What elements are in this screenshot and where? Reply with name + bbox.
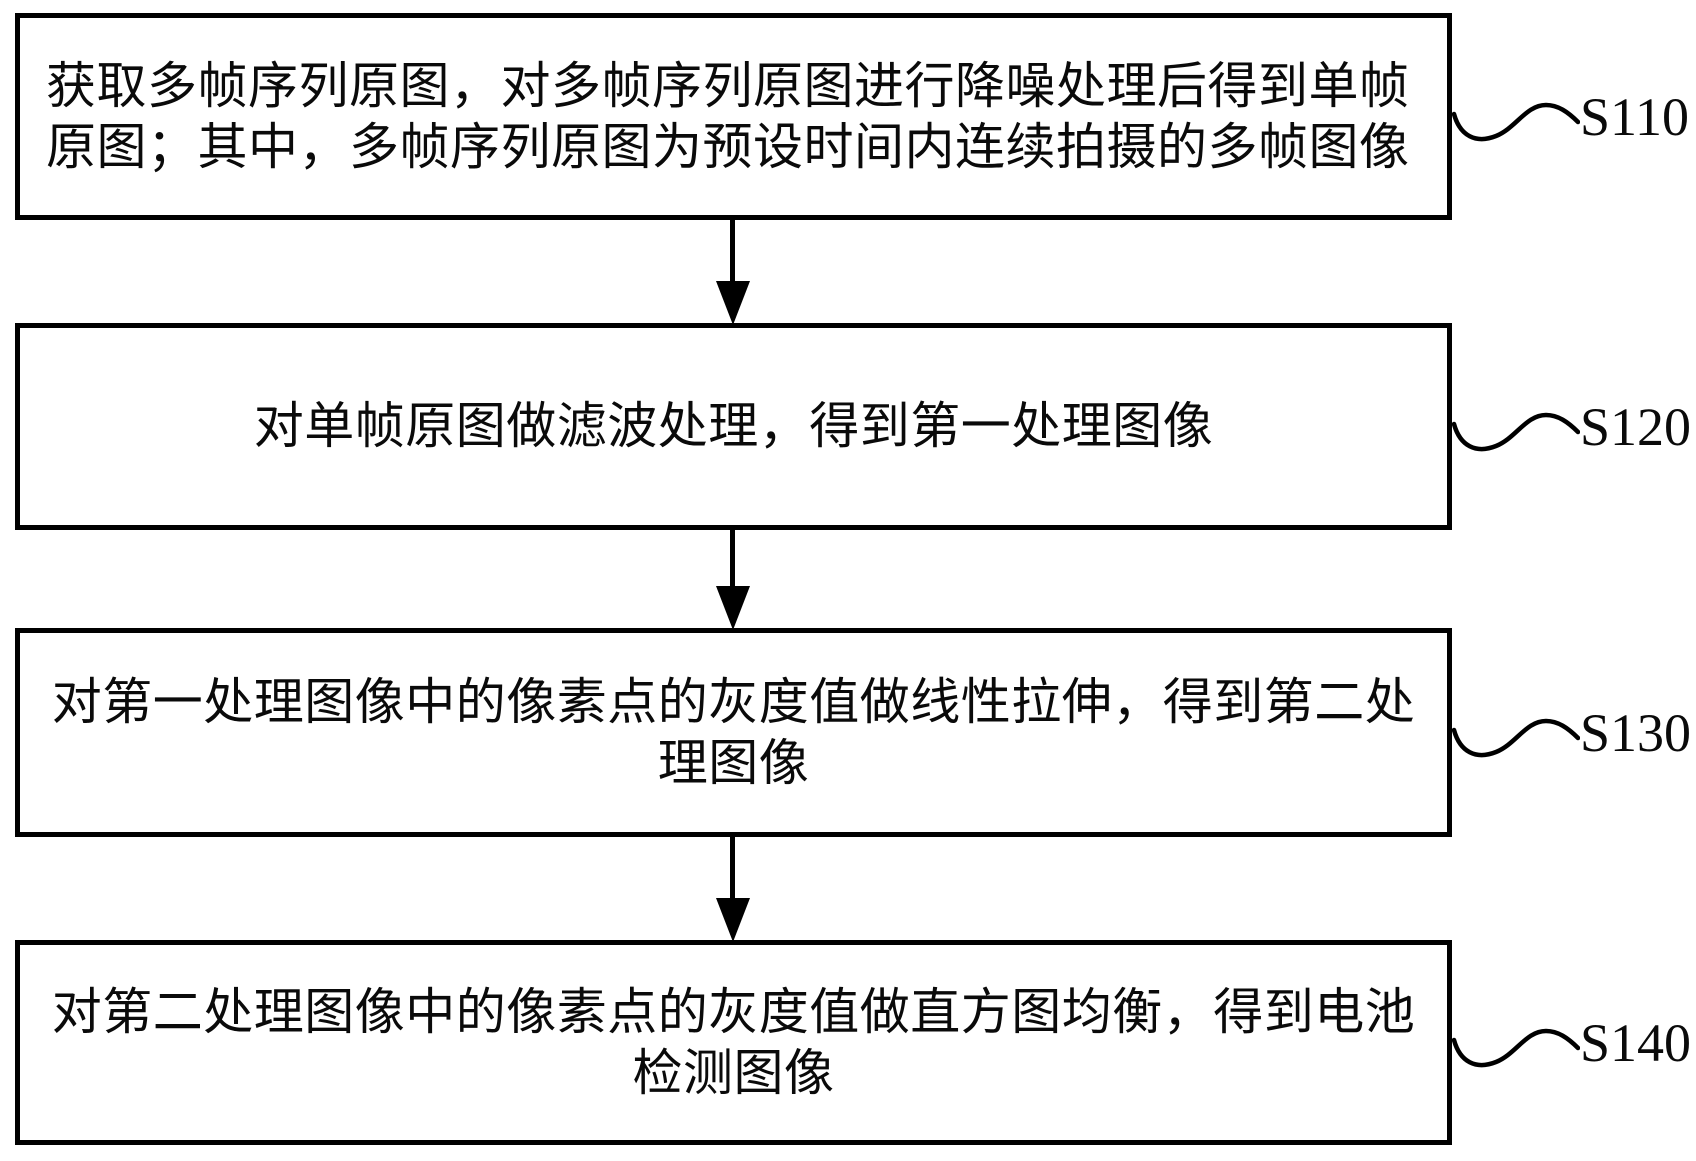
arrow-head	[716, 281, 750, 325]
flow-step-2-box: 对单帧原图做滤波处理，得到第一处理图像	[15, 323, 1452, 530]
squiggle-connector-icon	[1452, 412, 1580, 452]
step-label-s120: S120	[1452, 393, 1691, 461]
squiggle-connector-icon	[1452, 102, 1580, 142]
arrow-shaft	[730, 837, 735, 900]
squiggle-connector-icon	[1452, 1028, 1580, 1068]
step-label-s140: S140	[1452, 1009, 1691, 1077]
step-number: S120	[1580, 397, 1692, 457]
step-number: S130	[1580, 703, 1692, 763]
flow-step-1-text: 获取多帧序列原图，对多帧序列原图进行降噪处理后得到单帧原图；其中，多帧序列原图为…	[46, 57, 1410, 175]
step-label-s110: S110	[1452, 83, 1689, 151]
flow-step-4-text: 对第二处理图像中的像素点的灰度值做直方图均衡，得到电池检测图像	[51, 983, 1416, 1101]
step-label-s130: S130	[1452, 699, 1691, 767]
squiggle-connector-icon	[1452, 718, 1580, 758]
step-number: S110	[1580, 87, 1690, 147]
arrow-head	[716, 586, 750, 630]
arrow-shaft	[730, 220, 735, 283]
flow-step-1-box: 获取多帧序列原图，对多帧序列原图进行降噪处理后得到单帧原图；其中，多帧序列原图为…	[15, 13, 1452, 220]
flow-step-4-box: 对第二处理图像中的像素点的灰度值做直方图均衡，得到电池检测图像	[15, 940, 1452, 1145]
flow-step-2-text: 对单帧原图做滤波处理，得到第一处理图像	[253, 398, 1214, 454]
step-number: S140	[1580, 1013, 1692, 1073]
arrow-head	[716, 898, 750, 942]
arrow-shaft	[730, 530, 735, 588]
flow-step-3-text: 对第一处理图像中的像素点的灰度值做线性拉伸，得到第二处理图像	[51, 673, 1416, 791]
flow-step-3-box: 对第一处理图像中的像素点的灰度值做线性拉伸，得到第二处理图像	[15, 628, 1452, 837]
